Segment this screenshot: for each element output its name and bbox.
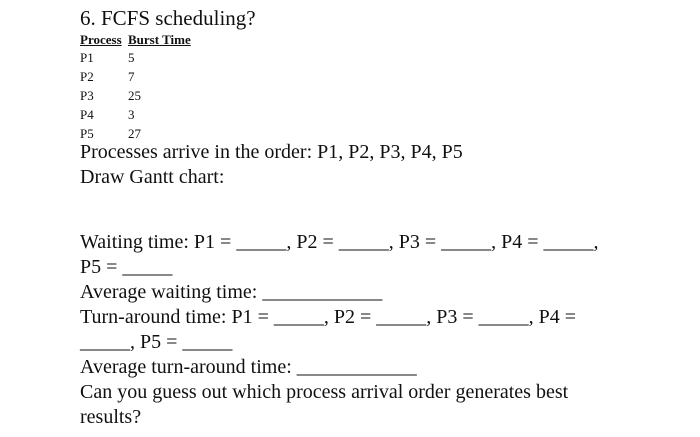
burst-cell: 25 [128, 88, 141, 103]
table-row: P4 3 [80, 105, 191, 124]
arrival-order-section: Processes arrive in the order: P1, P2, P… [80, 140, 463, 190]
table-row: P5 27 [80, 124, 191, 143]
table-header-row: Process Burst Time [80, 31, 191, 48]
average-turnaround-time-line: Average turn-around time: ____________ [80, 356, 417, 378]
process-cell: P1 [80, 50, 94, 65]
table-row: P3 25 [80, 86, 191, 105]
process-column-header: Process [80, 32, 122, 47]
average-waiting-time-line: Average waiting time: ____________ [80, 281, 383, 303]
burst-time-table: Process Burst Time P1 5 P2 7 P3 25 P4 3 … [80, 31, 191, 143]
burst-time-column-header: Burst Time [128, 32, 191, 47]
arrival-order-line: Processes arrive in the order: P1, P2, P… [80, 141, 463, 163]
process-cell: P2 [80, 69, 94, 84]
burst-cell: 5 [128, 50, 135, 65]
burst-cell: 3 [128, 107, 135, 122]
waiting-time-line-2: P5 = _____ [80, 256, 173, 278]
turnaround-time-line-2: _____, P5 = _____ [80, 331, 233, 353]
gantt-drawing-area [80, 192, 620, 228]
closing-question-line-2: results? [80, 406, 142, 428]
gantt-prompt-line: Draw Gantt chart: [80, 166, 225, 188]
process-cell: P4 [80, 107, 94, 122]
process-cell: P5 [80, 126, 94, 141]
turnaround-time-line-1: Turn-around time: P1 = _____, P2 = _____… [80, 306, 577, 328]
table-row: P2 7 [80, 67, 191, 86]
table-row: P1 5 [80, 48, 191, 67]
burst-cell: 27 [128, 126, 141, 141]
question-title: 6. FCFS scheduling? [80, 6, 256, 30]
questions-section: Waiting time: P1 = _____, P2 = _____, P3… [80, 230, 599, 430]
closing-question-line-1: Can you guess out which process arrival … [80, 381, 569, 403]
burst-cell: 7 [128, 69, 135, 84]
waiting-time-line-1: Waiting time: P1 = _____, P2 = _____, P3… [80, 231, 599, 253]
process-cell: P3 [80, 88, 94, 103]
